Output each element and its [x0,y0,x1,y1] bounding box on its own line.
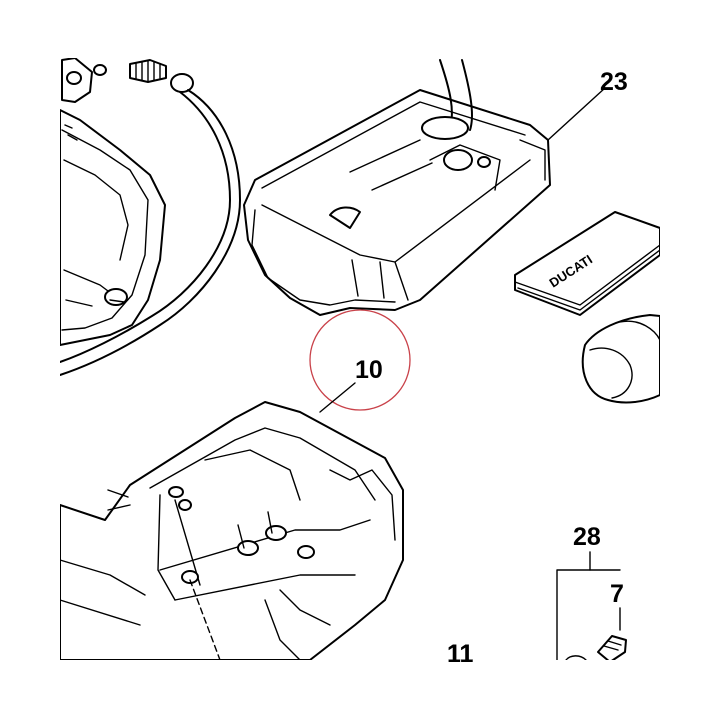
mount-hole [297,545,315,559]
highlight-circle [309,309,411,411]
battery-tray [243,59,551,316]
label-part-11-visible: 11 [447,640,474,668]
mount-hole [265,525,287,541]
margin-left [0,0,60,720]
tray-drain-hole [443,149,473,171]
label-part-7: 7 [610,580,624,608]
mount-hole [237,540,259,556]
leader-10 [319,382,356,413]
mount-hole [181,570,199,584]
label-part-23: 23 [600,68,628,96]
fastener-screw [597,635,627,663]
margin-bottom [0,660,720,720]
leader-23 [547,87,606,141]
tool-pouch [581,314,661,404]
tray-clip [329,206,361,229]
mount-hole [168,486,184,498]
label-part-10: 10 [355,356,383,384]
margin-right [660,0,720,720]
cable-connector [170,73,194,93]
tray-hose-fitting [421,116,469,140]
frame-section-left [59,57,166,346]
label-part-28: 28 [573,523,601,551]
leader-28 [556,569,621,661]
seat-undertray [59,401,404,661]
owner-manual: DUCATI [514,211,661,316]
margin-top [0,0,720,58]
cable-assembly [59,59,241,376]
